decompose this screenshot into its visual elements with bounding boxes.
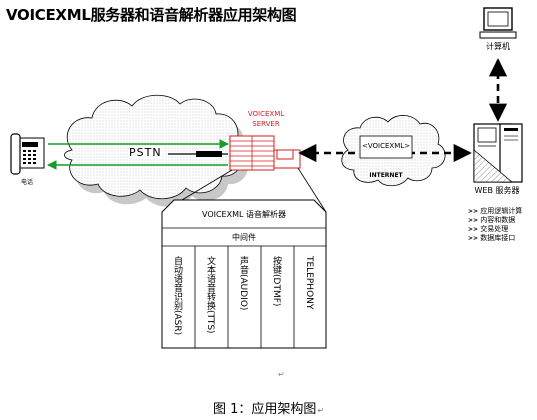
server-label: VOICEXML SERVER (236, 109, 296, 129)
parser-middleware: 中间件 (232, 233, 256, 242)
module-telephony: TELEPHONY (304, 256, 314, 310)
computer-icon (479, 7, 517, 39)
module-tts: 文本语音转换(TTS) (205, 256, 215, 334)
computer-label: 计算机 (486, 42, 510, 51)
web-function-item: >> 数据库接口 (468, 234, 516, 242)
web-function-item: >> 交易处理 (468, 225, 509, 233)
web-server-label: WEB 服务器 (474, 186, 520, 195)
paragraph-mark: ↵ (278, 370, 285, 379)
web-function-item: >> 应用逻辑计算 (468, 207, 523, 215)
web-function-item: >> 内容和数据 (468, 216, 516, 224)
server-label-line1: VOICEXML (247, 110, 285, 118)
web-server-functions: >> 应用逻辑计算 >> 内容和数据 >> 交易处理 >> 数据库接口 (468, 207, 522, 243)
voicexml-server-icon (229, 135, 301, 171)
voicexml-tag-box (359, 135, 413, 159)
web-server-icon (473, 123, 523, 183)
pstn-label: PSTN (128, 146, 163, 159)
module-audio: 声音(AUDIO) (238, 256, 248, 311)
server-input-jack (196, 151, 222, 157)
parser-title: VOICEXML 语音解析器 (201, 210, 286, 219)
figure-caption-text: 图 1：应用架构图 (212, 402, 317, 417)
telephone-icon (10, 133, 45, 175)
caption-paragraph-mark: ↵ (317, 406, 325, 415)
server-label-line2: SERVER (252, 120, 280, 128)
internet-label: INTERNET (369, 172, 403, 179)
module-dtmf: 按键(DTMF) (271, 256, 281, 307)
figure-caption: 图 1：应用架构图↵ (0, 398, 537, 417)
voice-parser-block (161, 199, 327, 349)
phone-label: 电话 (20, 179, 33, 186)
module-asr: 自动语音识别(ASR) (172, 256, 182, 336)
voicexml-tag: <VOICEXML> (361, 142, 410, 150)
diagram-title: VOICEXML服务器和语音解析器应用架构图 (6, 6, 297, 24)
parser-connector-right (297, 167, 327, 213)
